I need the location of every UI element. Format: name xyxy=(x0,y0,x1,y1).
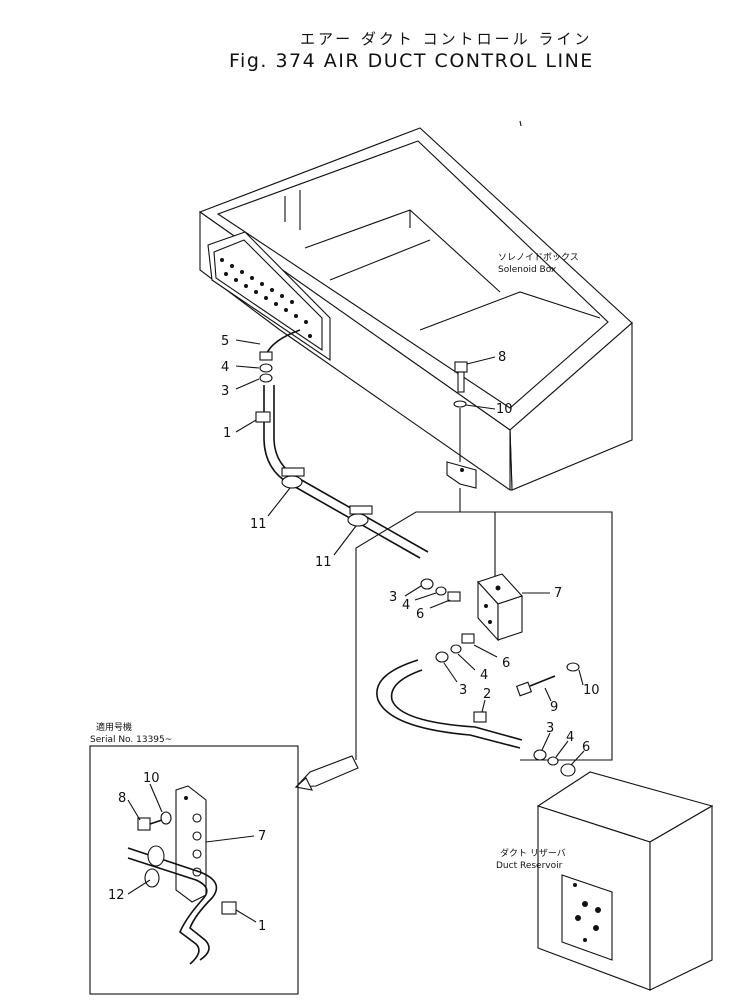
serial-label: Serial No. 13395~ xyxy=(90,735,172,745)
inset-callout-1: 1 xyxy=(258,919,266,934)
callout-10b: 10 xyxy=(583,683,600,698)
title-japanese: エアー ダクト コントロール ライン xyxy=(300,30,592,48)
callout-6b: 6 xyxy=(502,656,510,671)
bolt-9 xyxy=(515,675,556,697)
fittings-upper xyxy=(420,578,461,602)
washer-10 xyxy=(453,400,467,408)
callout-4b: 4 xyxy=(402,598,410,613)
hose-clamp-11b xyxy=(347,505,373,527)
fittings-lower xyxy=(435,633,475,663)
callout-3c: 3 xyxy=(459,683,467,698)
solenoid-box-label-jp: ソレノイドボックス xyxy=(498,252,579,263)
inset-hose-1 xyxy=(127,847,237,965)
bolt-8 xyxy=(454,361,468,393)
callout-4c: 4 xyxy=(480,668,488,683)
elbow-fitting-5 xyxy=(259,329,301,383)
callout-6c: 6 xyxy=(582,740,590,755)
duct-reservoir-label-jp: ダクト リザーバ xyxy=(500,847,566,859)
solenoid-box-label: Solenoid Box xyxy=(498,265,557,275)
scan-mark xyxy=(519,120,522,127)
inset-callout-10: 10 xyxy=(143,771,160,786)
callout-1: 1 xyxy=(223,426,231,441)
callout-11b: 11 xyxy=(315,555,332,570)
inset-frame xyxy=(89,745,299,995)
callout-3b: 3 xyxy=(389,590,397,605)
connector-pins xyxy=(220,258,312,338)
inset-washer-10 xyxy=(160,811,172,825)
inset-callout-12: 12 xyxy=(108,888,125,903)
detail-arrow xyxy=(294,755,359,791)
inset-callout-7: 7 xyxy=(258,829,266,844)
solenoid-box xyxy=(198,127,633,491)
callout-4a: 4 xyxy=(221,360,229,375)
figure-title: Fig. 374 AIR DUCT CONTROL LINE xyxy=(229,50,594,72)
duct-reservoir-label: Duct Reservoir xyxy=(496,861,563,871)
fittings-reservoir xyxy=(533,749,576,777)
duct-reservoir xyxy=(536,771,714,991)
air-hose-2 xyxy=(376,659,523,749)
inset-bracket-7 xyxy=(175,785,207,903)
valve-block-7 xyxy=(477,573,523,642)
callout-2: 2 xyxy=(483,687,491,702)
callout-3d: 3 xyxy=(546,721,554,736)
detail-frame xyxy=(355,511,613,761)
callout-6a: 6 xyxy=(416,607,424,622)
serial-label-jp: 適用号機 xyxy=(96,721,132,733)
callout-9: 9 xyxy=(550,700,558,715)
washer-10b xyxy=(566,662,580,672)
callout-3a: 3 xyxy=(221,384,229,399)
callouts: 5 4 3 1 8 10 11 11 3 4 6 7 6 4 3 2 10 9 xyxy=(108,334,600,934)
hose-clamp-11a xyxy=(281,467,305,489)
callout-11a: 11 xyxy=(250,517,267,532)
inset-callout-8: 8 xyxy=(118,791,126,806)
callout-4d: 4 xyxy=(566,730,574,745)
callout-5: 5 xyxy=(221,334,229,349)
inset-clamp-12 xyxy=(144,845,165,888)
callout-10a: 10 xyxy=(496,402,513,417)
callout-7: 7 xyxy=(554,586,562,601)
callout-8: 8 xyxy=(498,350,506,365)
